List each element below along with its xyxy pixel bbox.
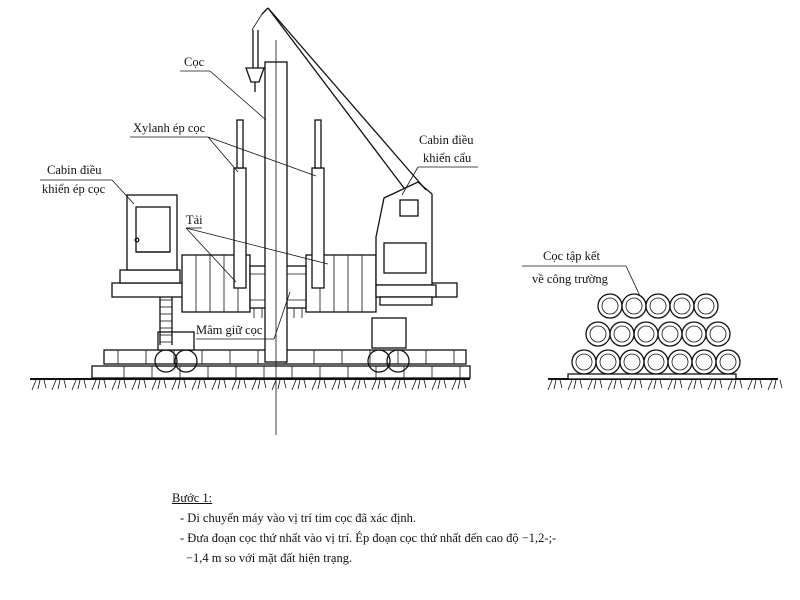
soil-mark	[747, 379, 763, 391]
stockpile-pipe	[645, 293, 671, 319]
stockpile-pipe	[609, 321, 635, 347]
label-pile: Cọc	[184, 55, 205, 69]
soil-mark	[451, 379, 467, 391]
soil-mark	[727, 379, 743, 391]
stockpile-pipe	[657, 321, 683, 347]
soil-mark	[431, 379, 447, 391]
soil-mark	[627, 379, 643, 391]
stockpile-pipe	[705, 321, 731, 347]
soil-mark	[271, 379, 287, 391]
soil-mark	[567, 379, 583, 391]
hydraulic-cylinders	[233, 119, 325, 289]
soil-mark	[707, 379, 723, 391]
stockpile-pipe	[693, 293, 719, 319]
crane-hook	[245, 13, 265, 92]
soil-mark	[311, 379, 327, 391]
soil-mark	[647, 379, 663, 391]
stockpile-pipe	[715, 349, 741, 375]
stockpile-pipe	[691, 349, 717, 375]
label-crane-cabin-line2: khiển cẩu	[423, 151, 472, 165]
soil-mark	[667, 379, 683, 391]
leader-lines	[40, 70, 641, 340]
wheels	[154, 317, 410, 373]
soil-mark	[607, 379, 623, 391]
soil-mark	[587, 379, 603, 391]
step-notes: Bước 1: - Di chuyển máy vào vị trí tim c…	[172, 488, 772, 568]
soil-mark	[151, 379, 167, 391]
soil-mark	[767, 379, 783, 391]
pile	[264, 40, 288, 435]
pile-pressing-machine-diagram: Cọc Xylanh ép cọc Cabin điều khiển cẩu C…	[30, 7, 783, 435]
soil-mark	[331, 379, 347, 391]
label-press-cabin-line2: khiển ép cọc	[42, 182, 106, 196]
stockpile-pipe	[571, 349, 597, 375]
soil-mark	[291, 379, 307, 391]
stockpile-pipe	[619, 349, 645, 375]
soil-mark	[547, 379, 563, 391]
stockpile-pipe	[681, 321, 707, 347]
soil-mark	[31, 379, 47, 391]
label-crane-cabin-line1: Cabin điều	[419, 133, 474, 147]
stockpile-pipe	[585, 321, 611, 347]
step-line-3: −1,4 m so với mặt đất hiện trạng.	[186, 551, 353, 565]
stockpile-pipe	[669, 293, 695, 319]
soil-mark	[391, 379, 407, 391]
label-load: Tải	[186, 213, 203, 227]
soil-mark	[191, 379, 207, 391]
soil-mark	[71, 379, 87, 391]
soil-mark	[687, 379, 703, 391]
label-stockpile-line1: Cọc tập kết	[543, 249, 600, 263]
soil-mark	[171, 379, 187, 391]
soil-mark	[111, 379, 127, 391]
soil-mark	[231, 379, 247, 391]
soil-mark	[51, 379, 67, 391]
step-line-2: - Đưa đoạn cọc thứ nhất vào vị trí. Ép đ…	[180, 531, 557, 545]
soil-mark	[351, 379, 367, 391]
crane-cabin	[375, 181, 437, 306]
label-cylinder: Xylanh ép cọc	[133, 121, 206, 135]
soil-mark	[211, 379, 227, 391]
soil-mark	[371, 379, 387, 391]
crane-boom	[261, 7, 427, 191]
label-pile-holder: Mâm giữ cọc	[196, 323, 263, 337]
stockpile-pipe	[595, 349, 621, 375]
stockpile-pipe	[633, 321, 659, 347]
stockpile-pipe	[597, 293, 623, 319]
ground-line	[30, 378, 783, 391]
pile-stockpile	[567, 293, 741, 380]
label-press-cabin-line1: Cabin điều	[47, 163, 102, 177]
step-line-1: - Di chuyển máy vào vị trí tim cọc đã xá…	[180, 511, 417, 525]
stockpile-pipe	[643, 349, 669, 375]
soil-mark	[411, 379, 427, 391]
step-title: Bước 1:	[172, 491, 213, 505]
stockpile-pipe	[621, 293, 647, 319]
press-control-cabin	[126, 194, 178, 271]
stockpile-pipe	[667, 349, 693, 375]
soil-mark	[251, 379, 267, 391]
soil-mark	[131, 379, 147, 391]
label-stockpile-line2: về công trường	[532, 272, 609, 286]
soil-mark	[91, 379, 107, 391]
